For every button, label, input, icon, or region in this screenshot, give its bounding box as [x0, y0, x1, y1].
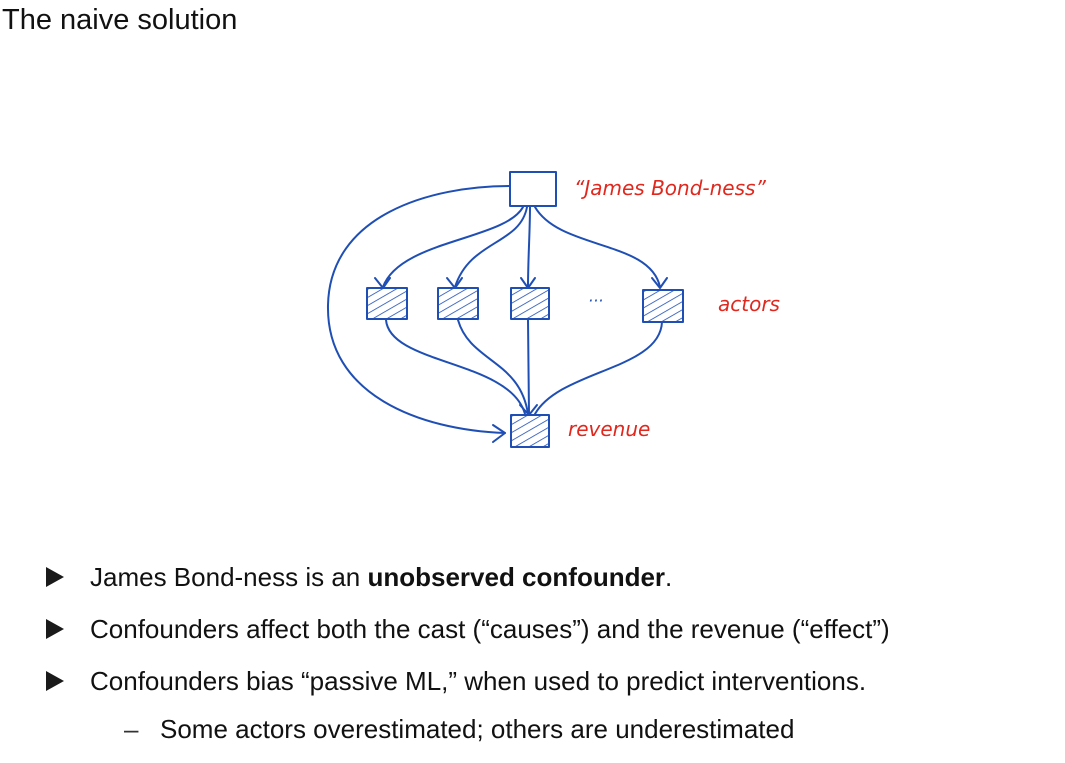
bullet-item: Confounders affect both the cast (“cause… [46, 614, 890, 666]
arrowhead-actor-n [651, 277, 668, 289]
confounder-to-actor-2-edge [454, 206, 528, 288]
bullet-text: James Bond-ness is an [90, 562, 368, 592]
actor-1-to-revenue-edge [385, 319, 526, 415]
causal-diagram: ··· “James Bond-ness” actors revenue [326, 171, 780, 448]
confounder-label: “James Bond-ness” [574, 176, 766, 200]
arrowhead-actor-1 [374, 277, 391, 289]
arrowhead-revenue-left [492, 424, 506, 443]
confounder-to-actor-1-edge [382, 206, 524, 288]
bullet-text: Confounders bias “passive ML,” when used… [90, 666, 867, 696]
actor-3-to-revenue-edge [527, 319, 530, 415]
bullet-emphasis: unobserved confounder [367, 562, 666, 592]
bullet-item: Confounders bias “passive ML,” when used… [46, 666, 890, 718]
confounder-to-actor-n-edge [534, 206, 661, 288]
confounder-to-revenue-edge [326, 185, 511, 434]
actor-node-1 [366, 287, 408, 320]
actor-n-to-revenue-edge [534, 321, 663, 415]
arrowhead-actor-2 [446, 277, 463, 289]
actor-node-3 [510, 287, 550, 320]
revenue-label: revenue [568, 417, 650, 441]
sub-bullet-text: Some actors overestimated; others are un… [160, 714, 795, 744]
revenue-node [510, 414, 550, 448]
actor-2-to-revenue-edge [457, 319, 529, 415]
sub-bullet-item: – Some actors overestimated; others are … [46, 714, 890, 744]
triangle-bullet-icon [46, 567, 64, 587]
actors-ellipsis: ··· [588, 291, 603, 310]
actor-node-n [642, 289, 684, 323]
confounder-node [509, 171, 557, 207]
confounder-to-actor-3-edge [527, 206, 531, 288]
bullet-text: Confounders affect both the cast (“cause… [90, 614, 890, 644]
bullet-text-end: . [665, 562, 673, 592]
bullet-item: James Bond-ness is an unobserved confoun… [46, 562, 890, 614]
triangle-bullet-icon [46, 619, 64, 639]
actors-label: actors [718, 292, 780, 316]
bullet-list: James Bond-ness is an unobserved confoun… [46, 562, 890, 744]
slide-title: The naive solution [2, 4, 238, 36]
actor-node-2 [437, 287, 479, 320]
triangle-bullet-icon [46, 671, 64, 691]
dash-bullet-icon: – [124, 714, 139, 744]
